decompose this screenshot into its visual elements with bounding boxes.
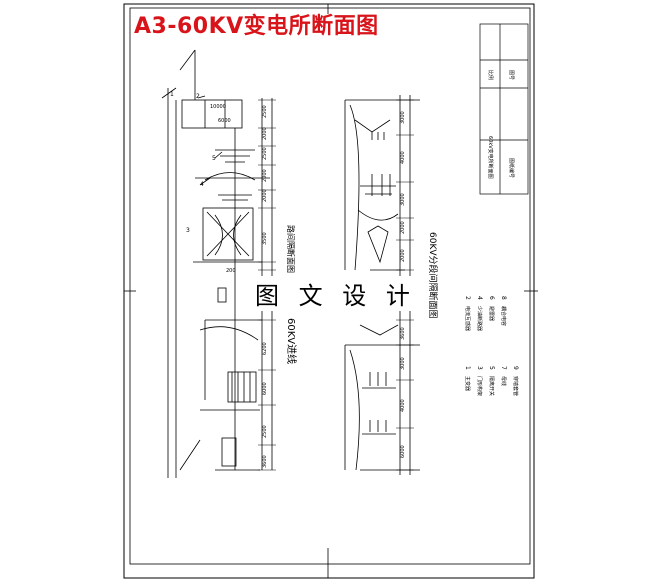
right-dim-label: 4000 [400,399,406,412]
legend: 1 主变器 2 电流互感器 3 门形构架 4 少油断路器 5 隔离开关 6 避雷… [464,296,519,396]
title-block-row2: 图号 [508,70,514,80]
left-dim-label: 2500 [262,425,268,438]
right-dim-label: 2000 [400,249,406,262]
left-section-label: 60KV进线 [285,318,298,364]
left-dim-label: 6200 [262,342,268,355]
left-dim-label: 2000 [262,169,268,182]
legend-number: 3 [476,366,483,370]
right-dim-label: 6000 [400,445,406,458]
left-dim-label: 6000 [262,382,268,395]
legend-number: 2 [464,296,471,300]
right-dim-label: 2000 [400,221,406,234]
center-marks [124,4,538,578]
right-dimension-labels: 3000 4000 3000 2000 2000 3600 3000 4000 … [400,111,406,458]
left-marker: 5 [212,155,216,162]
legend-item: 穿墙套管 [512,376,519,396]
left-dim-label: 3500 [262,232,268,245]
left-dim-label: 3600 [262,455,268,468]
legend-item: 门形构架 [476,376,483,396]
title-block-drawing-name: 60kV变电所断面图 [487,136,494,179]
left-marker: 3 [186,227,190,234]
inner-frame [129,7,531,565]
legend-item: 避雷器 [488,306,495,321]
right-dim-label: 3600 [400,327,406,340]
left-dim-label: 2500 [262,105,268,118]
right-dim-label: 4000 [400,151,406,164]
left-marker: 2 [196,93,200,100]
title-block [479,23,529,195]
legend-number: 5 [488,366,495,370]
legend-number: 4 [476,296,483,300]
legend-number: 8 [500,296,507,300]
watermark: 图 文 设 计 [251,276,420,311]
left-marker: 1 [170,91,174,98]
right-section-label: 60KV分段间隔断面图 [427,232,439,319]
left-dim-label: 2000 [262,189,268,202]
left-dim-label: 200 [226,268,236,274]
legend-item: 电流互感器 [464,306,471,331]
left-section-drawing [161,49,276,478]
legend-number: 1 [464,366,471,370]
left-side-label: 路间隔断面图 [286,225,296,273]
legend-item: 耦合电容 [500,306,507,326]
page-title: A3-60KV变电所断面图 [134,14,379,39]
left-dim-label: 2000 [262,127,268,140]
left-dim-label: 6000 [218,118,231,124]
legend-number: 6 [488,296,495,300]
right-dim-label: 3000 [400,193,406,206]
left-marker: 4 [200,181,204,188]
right-dim-label: 3000 [400,357,406,370]
legend-number: 9 [512,366,519,370]
right-dim-label: 3000 [400,111,406,124]
legend-number: 7 [500,366,507,370]
legend-item: 少油断路器 [476,306,483,331]
legend-item: 隔离开关 [488,376,495,396]
title-block-row1: 比例 [487,70,494,80]
legend-item: 母线 [500,376,507,386]
legend-item: 主变器 [464,376,471,391]
title-block-footer: 图纸编号 [508,158,515,178]
left-dim-label: 2500 [262,147,268,160]
left-dim-label: 10000 [210,104,226,110]
